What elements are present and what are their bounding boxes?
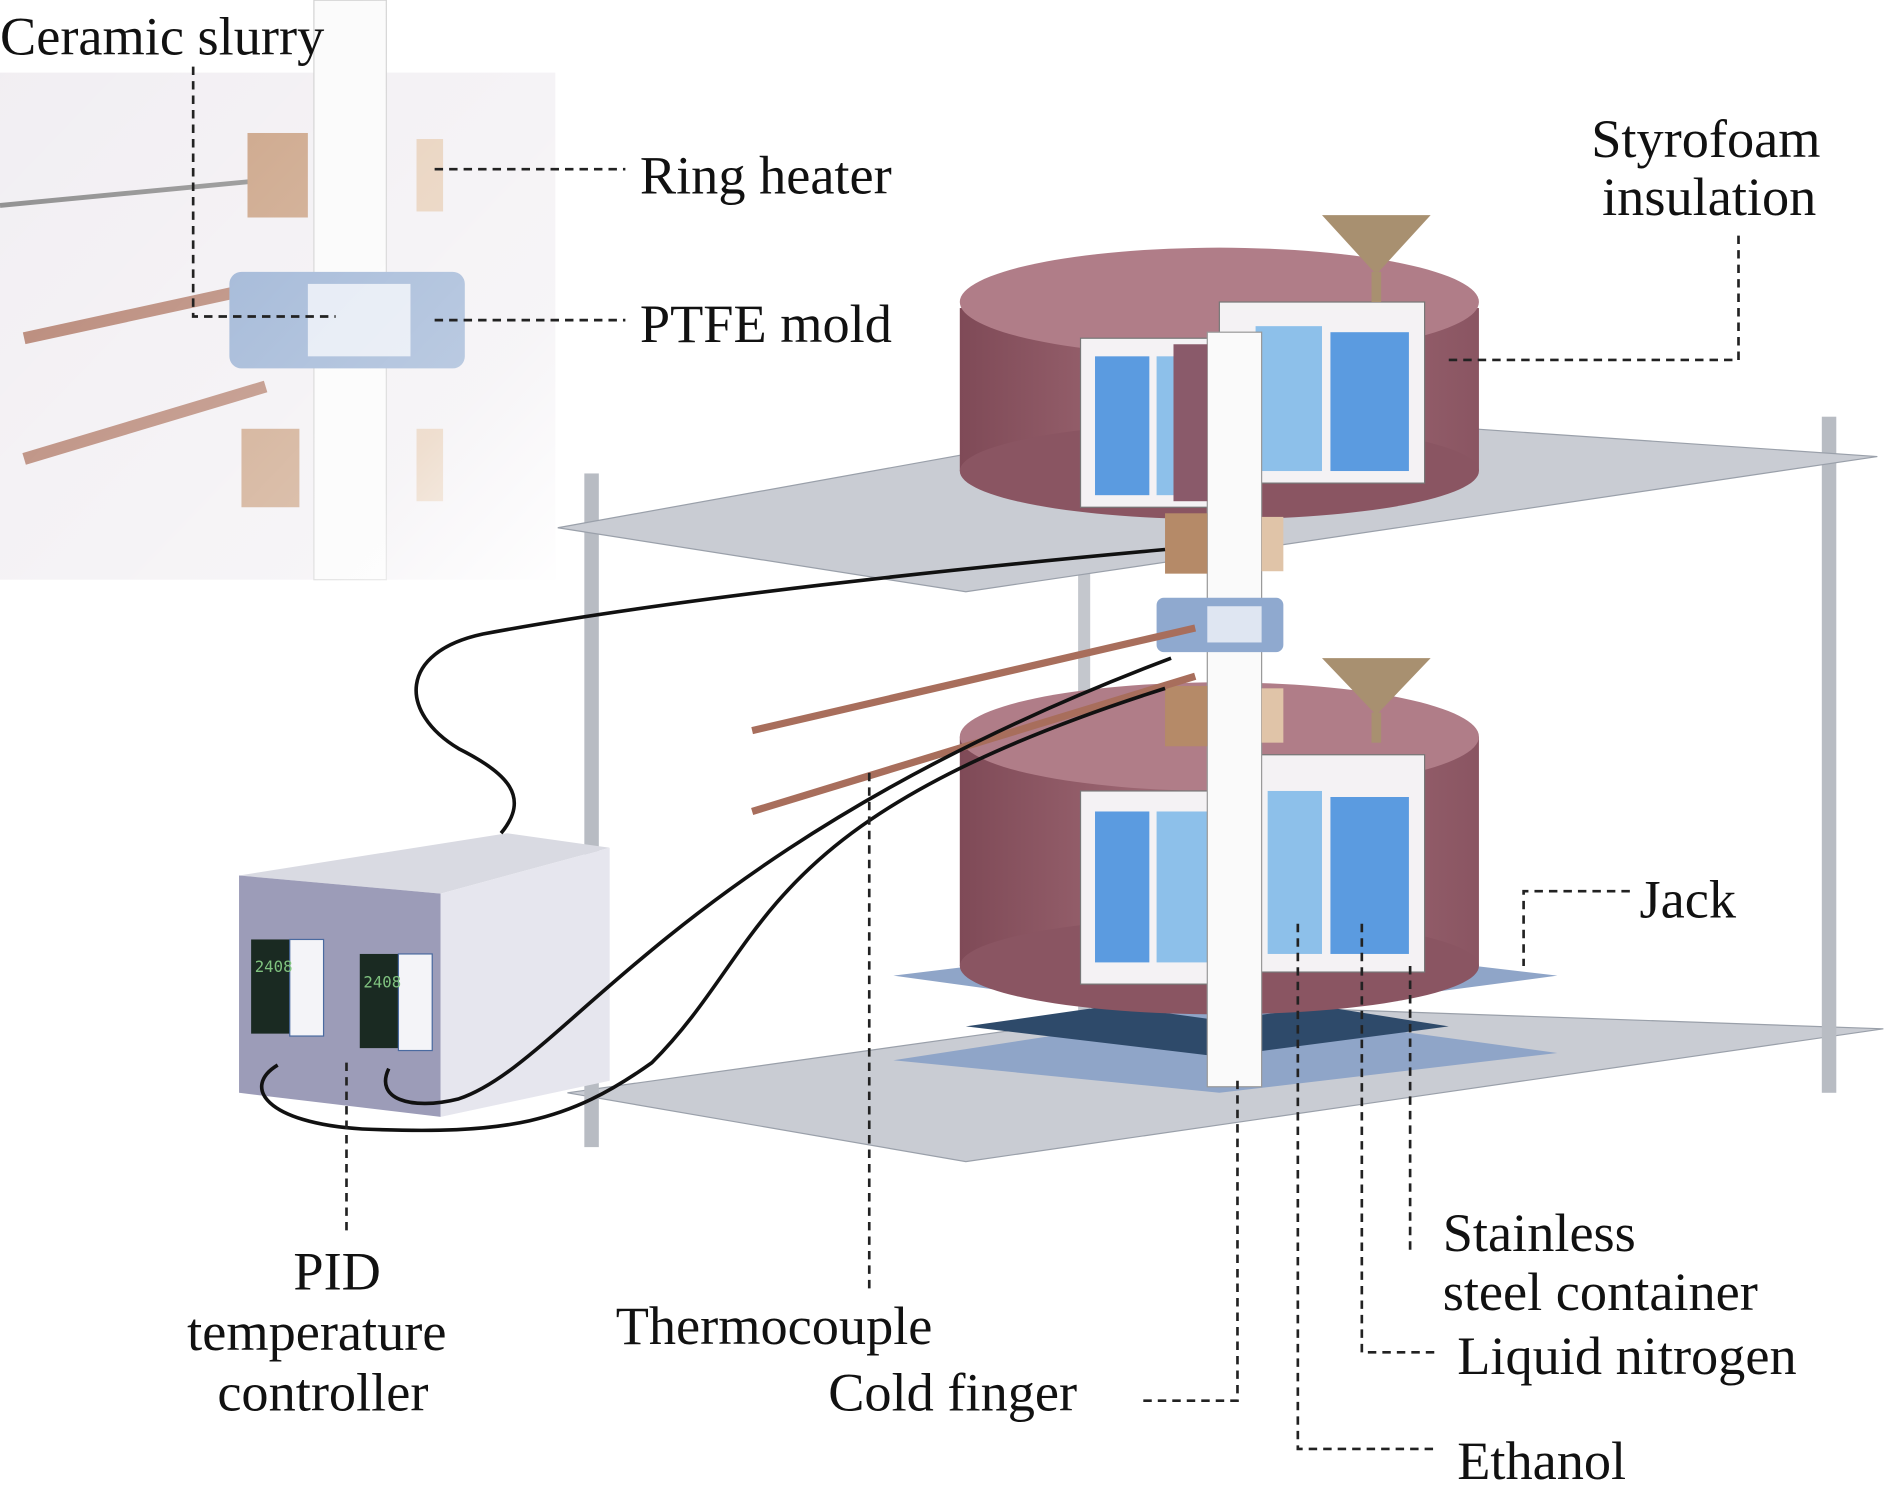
cables — [259, 547, 1172, 1133]
thermocouple-probe — [751, 624, 1197, 735]
label-ptfe-mold: PTFE mold — [640, 294, 892, 354]
label-insulation: insulation — [1602, 167, 1816, 227]
label-thermocouple: Thermocouple — [616, 1296, 933, 1356]
controller-display: 2408 — [255, 957, 293, 976]
controller-display: 2408 — [363, 973, 401, 992]
post — [1821, 416, 1837, 1093]
label-controller: controller — [217, 1362, 428, 1422]
label-steel-container: steel container — [1443, 1262, 1758, 1322]
label-cold-finger: Cold finger — [828, 1362, 1077, 1422]
funnel-icon — [1321, 215, 1431, 743]
pid-controller: 2408 2408 — [239, 833, 610, 1117]
label-ring-heater: Ring heater — [640, 145, 892, 205]
cold-finger-assembly — [1156, 331, 1284, 1088]
label-ethanol: Ethanol — [1457, 1431, 1626, 1491]
leader-lines — [191, 66, 1740, 1451]
inset-closeup — [0, 0, 568, 592]
label-ceramic-slurry: Ceramic slurry — [0, 7, 324, 67]
label-styrofoam: Styrofoam — [1591, 109, 1820, 169]
label-liquid-nitrogen: Liquid nitrogen — [1457, 1326, 1796, 1386]
label-pid: PID — [293, 1242, 381, 1302]
label-stainless: Stainless — [1443, 1203, 1636, 1263]
label-temperature: temperature — [187, 1302, 446, 1362]
label-jack: Jack — [1640, 870, 1737, 930]
